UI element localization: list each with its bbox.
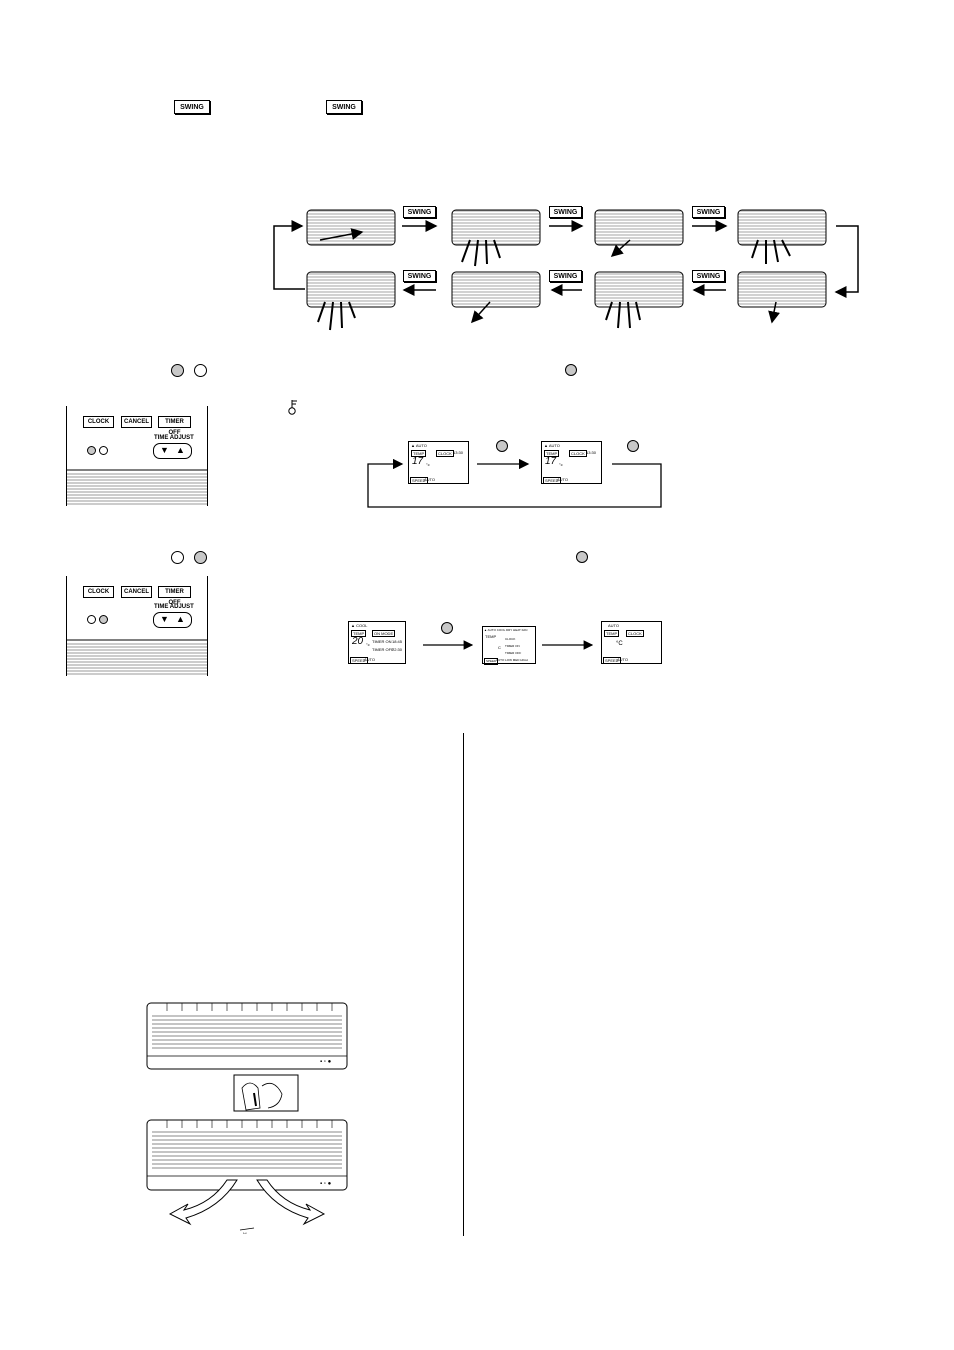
timer-off-button-2[interactable]: TIMER OFF: [158, 586, 191, 606]
lcd-screen-bottom-2: ▲ AUTO COOL DRY HEAT FAN TEMP C CLOCK TI…: [482, 626, 536, 665]
ac-unit-4: [737, 209, 827, 264]
ac-unit-1: [306, 209, 396, 246]
svg-text:▪ ▫ ●: ▪ ▫ ●: [320, 1059, 332, 1065]
swing-step-label-5: SWING: [549, 270, 582, 282]
ac-unit-6: [594, 271, 684, 329]
swing-step-label-6: SWING: [692, 270, 725, 282]
led-grey-2: [99, 615, 108, 624]
remote-body-shading-2: [67, 639, 207, 675]
svg-text:↔: ↔: [242, 1230, 248, 1236]
clock-button-2[interactable]: CLOCK: [83, 586, 114, 598]
swing-button-2[interactable]: SWING: [326, 100, 362, 114]
swing-step-label-4: SWING: [403, 270, 436, 282]
lcd-screen-top-2: ▲ AUTO TEMP 17 °c CLOCK 13:30 SPEED AUTO: [541, 441, 602, 484]
clock-button[interactable]: CLOCK: [83, 416, 114, 428]
led-white: [99, 446, 108, 455]
ac-unit-2: [451, 209, 541, 267]
lcd-screen-bottom-3: AUTO TEMP °C CLOCK SPEED AUTO: [601, 621, 662, 664]
led-grey: [87, 446, 96, 455]
cancel-button-2[interactable]: CANCEL: [121, 586, 152, 598]
indicator-white: [194, 364, 207, 377]
timer-off-button[interactable]: TIMER OFF: [158, 416, 191, 436]
indicator-grey: [171, 364, 184, 377]
ac-unit-8: [306, 271, 396, 331]
lcd-screen-bottom-1: ▲ COOL TEMP 20 °c ON MODE TIMER ON 18:45…: [348, 621, 406, 664]
ac-unit-3: [594, 209, 684, 257]
column-divider: [463, 733, 464, 1236]
swing-step-label-3: SWING: [692, 206, 725, 218]
time-adjust-label: TIME ADJUST: [154, 435, 194, 441]
indicator-grey-small-2: [576, 551, 588, 563]
time-up-button[interactable]: ▲: [176, 445, 185, 455]
remote-control-2: CLOCK CANCEL TIMER OFF TIME ADJUST ▼ ▲: [66, 576, 208, 676]
time-down-button-2[interactable]: ▼: [160, 614, 169, 624]
step-indicator-1: [496, 440, 508, 452]
svg-text:▪ ▫ ●: ▪ ▫ ●: [320, 1181, 332, 1187]
swing-step-label-1: SWING: [403, 206, 436, 218]
ac-unit-7: [451, 271, 541, 324]
step-indicator-2: [627, 440, 639, 452]
indicator-white-2: [171, 551, 184, 564]
remote-body-shading: [67, 469, 207, 505]
indoor-unit-illustration: ▪ ▫ ● ▪ ▫ ● ↔: [146, 1002, 348, 1236]
indicator-grey-small: [565, 364, 577, 376]
step-indicator-3: [441, 622, 453, 634]
remote-control-1: CLOCK CANCEL TIMER OFF TIME ADJUST ▼ ▲: [66, 406, 208, 506]
time-up-button-2[interactable]: ▲: [176, 614, 185, 624]
time-adjust-label-2: TIME ADJUST: [154, 604, 194, 610]
time-adjust-buttons-2: ▼ ▲: [153, 612, 192, 628]
time-down-button[interactable]: ▼: [160, 445, 169, 455]
swing-step-label-2: SWING: [549, 206, 582, 218]
time-adjust-buttons: ▼ ▲: [153, 443, 192, 459]
led-white-2: [87, 615, 96, 624]
swing-button-1[interactable]: SWING: [174, 100, 210, 114]
ac-unit-5: [737, 271, 827, 324]
lcd-screen-top-1: ▲ AUTO TEMP 17 °c CLOCK 13:30 SPEED AUTO: [408, 441, 469, 484]
cancel-button[interactable]: CANCEL: [121, 416, 152, 428]
indicator-grey-2: [194, 551, 207, 564]
key-icon: [288, 400, 297, 415]
